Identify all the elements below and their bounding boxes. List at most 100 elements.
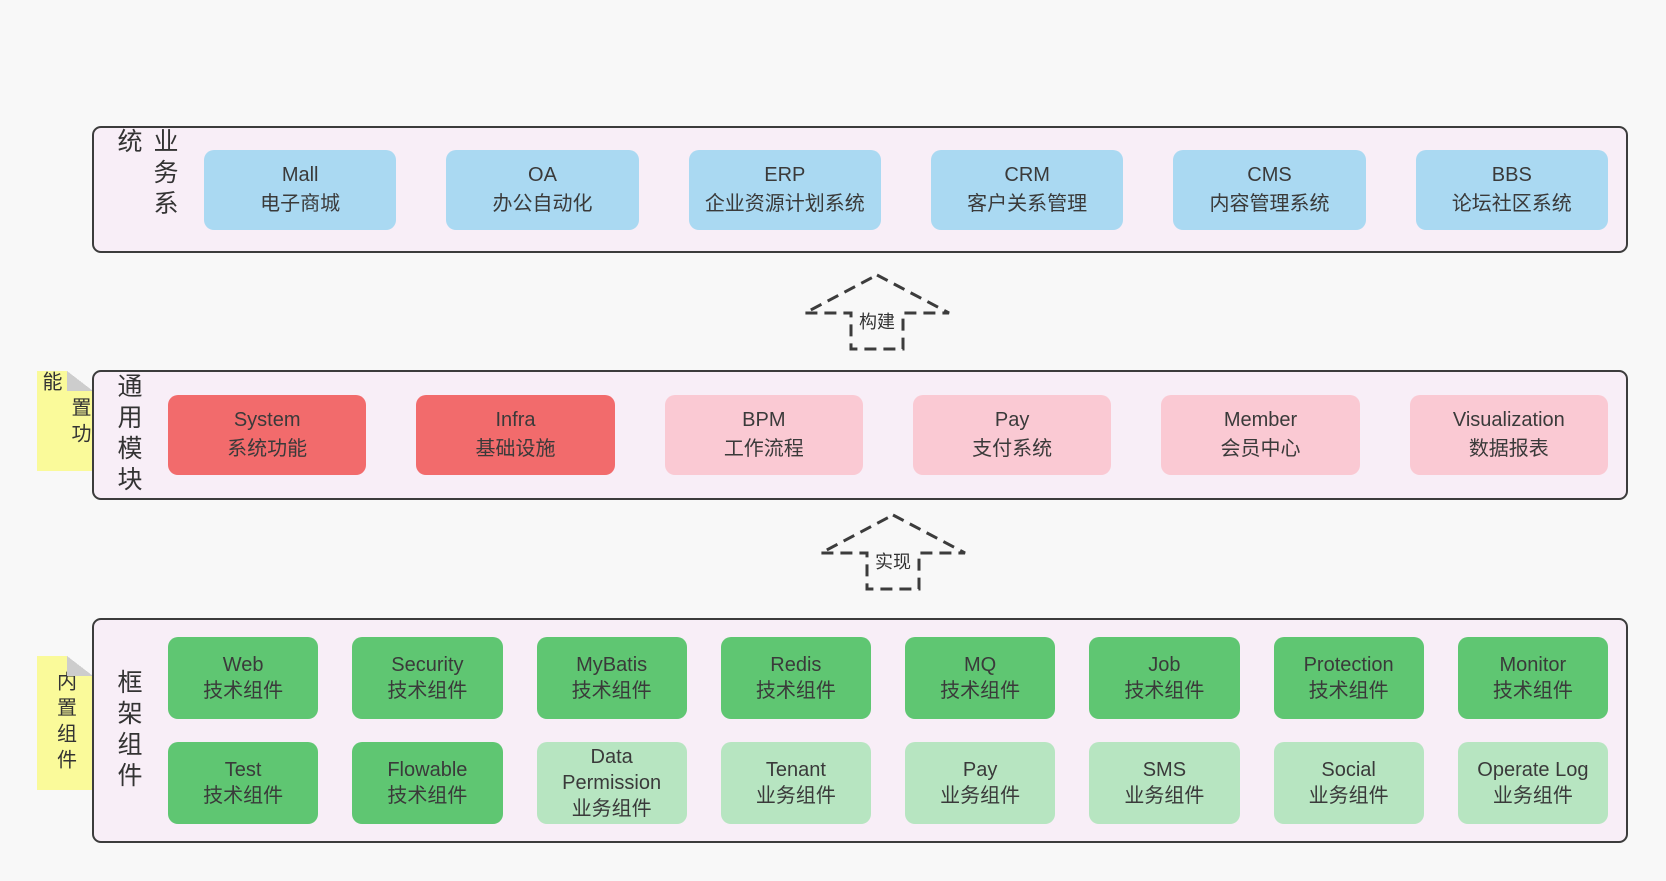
sticky-note-label: 内置组件 [53,671,76,775]
box-member: Member 会员中心 [1161,395,1360,475]
box-name: MQ [964,654,997,676]
box-desc: 电子商城 [260,192,341,215]
box-name: Mall [281,163,319,186]
box-test: Test 技术组件 [168,742,319,824]
box-desc: 办公自动化 [492,192,593,215]
band-common-modules: 通用模块 System 系统功能 Infra 基础设施 BPM 工作流程 Pay… [92,370,1628,500]
band-framework-components: 框架组件 Web 技术组件 Security 技术组件 MyBatis 技术组件… [92,618,1628,843]
box-oa: OA 办公自动化 [446,149,639,230]
box-desc: 技术组件 [387,785,468,807]
box-protection: Protection 技术组件 [1273,637,1424,719]
box-pay: Pay 支付系统 [912,395,1112,475]
box-social: Social 业务组件 [1273,742,1424,824]
box-cms: CMS 内容管理系统 [1173,149,1366,230]
box-desc: 技术组件 [755,680,836,702]
arrow-label-implement: 实现 [872,548,914,574]
box-operate-log: Operate Log 业务组件 [1457,742,1608,824]
box-system: System 系统功能 [168,395,367,475]
box-data-permission: Data Permission 业务组件 [536,742,687,824]
box-name: Visualization [1452,409,1565,431]
box-desc: 基础设施 [475,438,556,460]
box-name: Operate Log [1477,759,1589,781]
box-desc: 技术组件 [387,680,468,702]
box-name: BPM [742,409,786,431]
box-security: Security 技术组件 [352,637,503,719]
arrow-build-up: 构建 [802,272,952,352]
box-mq: MQ 技术组件 [905,637,1056,719]
box-name: Security [391,654,464,676]
box-desc: 业务组件 [940,785,1021,807]
box-desc: 技术组件 [203,680,284,702]
box-name: BBS [1491,163,1532,186]
sticky-note-builtin-components: 内置组件 [37,656,93,790]
box-name: OA [528,163,557,186]
box-name: Member [1223,409,1298,431]
box-redis: Redis 技术组件 [720,637,871,719]
box-mall: Mall 电子商城 [204,149,397,230]
box-crm: CRM 客户关系管理 [930,149,1124,230]
box-desc: 技术组件 [1492,680,1573,702]
box-desc: 技术组件 [571,680,652,702]
box-desc: 业务组件 [571,798,652,820]
box-pay-biz: Pay 业务组件 [905,742,1056,824]
sticky-note-builtin-features: 内置功能 [37,371,93,471]
box-mybatis: MyBatis 技术组件 [536,637,687,719]
business-systems-boxes: Mall 电子商城 OA 办公自动化 ERP 企业资源计划系统 CRM 客户关系… [204,149,1608,230]
arrow-label-build: 构建 [856,308,898,334]
box-desc: 数据报表 [1468,438,1549,460]
box-name: Monitor [1499,654,1567,676]
box-desc: 技术组件 [203,785,284,807]
box-desc: 业务组件 [1308,785,1389,807]
box-desc: 论坛社区系统 [1451,192,1572,215]
box-bbs: BBS 论坛社区系统 [1415,149,1608,230]
box-desc: 业务组件 [1492,785,1573,807]
box-name: Pay [994,409,1030,431]
box-bpm: BPM 工作流程 [664,395,863,475]
box-name: ERP [764,163,806,186]
box-name: Pay [962,759,998,781]
box-infra: Infra 基础设施 [416,395,615,475]
band-business-systems: 业务系统 Mall 电子商城 OA 办公自动化 ERP 企业资源计划系统 CRM… [92,126,1628,253]
box-name: Job [1148,654,1181,676]
box-name: Flowable [387,759,468,781]
box-visualization: Visualization 数据报表 [1409,395,1608,475]
box-desc: 内容管理系统 [1209,192,1330,215]
box-name: CRM [1004,163,1050,186]
box-name: MyBatis [576,654,648,676]
box-desc: 业务组件 [1124,785,1205,807]
box-desc: 系统功能 [227,438,308,460]
box-monitor: Monitor 技术组件 [1457,637,1608,719]
box-name: System [233,409,301,431]
box-desc: 业务组件 [755,785,836,807]
framework-components-boxes: Web 技术组件 Security 技术组件 MyBatis 技术组件 Redi… [168,637,1608,824]
sticky-note-label: 内置功能 [39,371,90,449]
box-name: Data Permission [562,746,662,794]
box-flowable: Flowable 技术组件 [352,742,503,824]
box-name: Infra [495,409,536,431]
box-desc: 技术组件 [1308,680,1389,702]
dashed-up-arrow-icon [820,513,966,591]
band-label-common-modules: 通用模块 [114,373,142,497]
box-desc: 会员中心 [1220,438,1301,460]
band-label-framework-components: 框架组件 [114,668,142,793]
box-name: Social [1321,759,1376,781]
box-tenant: Tenant 业务组件 [720,742,871,824]
box-name: Test [224,759,262,781]
box-name: CMS [1247,163,1292,186]
box-desc: 企业资源计划系统 [704,192,865,215]
box-name: Web [222,654,264,676]
dashed-up-arrow-icon [804,273,950,351]
box-name: SMS [1142,759,1187,781]
box-desc: 工作流程 [723,438,804,460]
box-desc: 技术组件 [1124,680,1205,702]
box-web: Web 技术组件 [168,637,319,719]
band-label-business-systems: 业务系统 [114,128,178,221]
common-modules-boxes: System 系统功能 Infra 基础设施 BPM 工作流程 Pay 支付系统… [168,395,1608,475]
box-name: Redis [770,654,822,676]
box-desc: 技术组件 [940,680,1021,702]
box-sms: SMS 业务组件 [1089,742,1240,824]
arrow-implement-up: 实现 [818,512,968,592]
box-name: Tenant [765,759,826,781]
box-name: Protection [1303,654,1394,676]
